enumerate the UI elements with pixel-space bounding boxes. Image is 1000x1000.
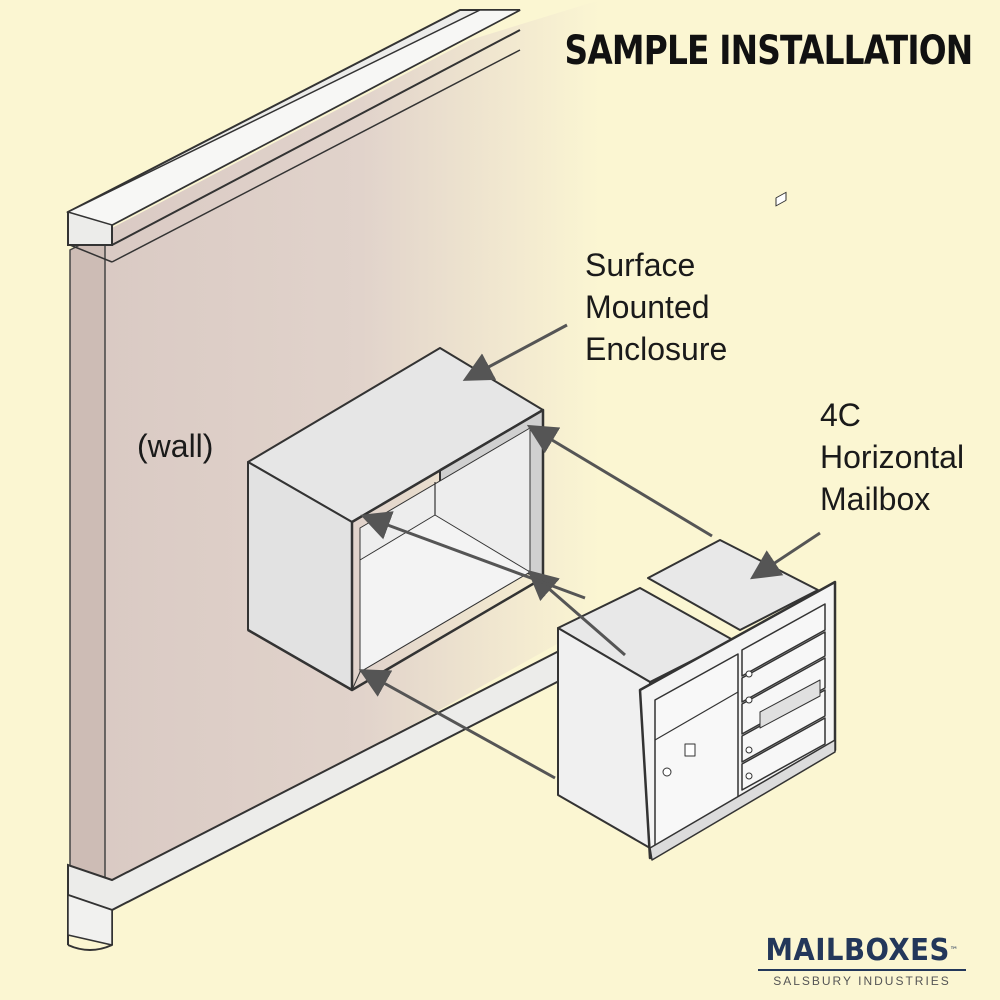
brand-divider xyxy=(758,969,966,971)
brand-name-text: MAILBOXES xyxy=(765,933,950,968)
pointer-enclosure xyxy=(462,323,568,381)
mailbox-label-line: Horizontal xyxy=(820,439,965,475)
mailbox-label-line: 4C xyxy=(820,397,861,433)
brand-subtitle: SALSBURY INDUSTRIES xyxy=(773,974,951,988)
enclosure-label: Surface Mounted Enclosure xyxy=(585,244,727,370)
surface-mounted-enclosure xyxy=(247,347,545,692)
wall-label-text: (wall) xyxy=(137,428,214,464)
enclosure-label-line: Surface xyxy=(585,247,696,283)
outgoing-mail-panel xyxy=(759,679,821,729)
4c-horizontal-mailbox xyxy=(557,191,837,861)
enclosure-label-line: Enclosure xyxy=(585,331,728,367)
arrow-top-front xyxy=(360,511,586,600)
pointer-mailbox xyxy=(749,531,821,580)
wall-side-face xyxy=(69,230,106,922)
arrow-bottom-front xyxy=(358,669,556,780)
mailbox-label: 4C Horizontal Mailbox xyxy=(820,394,964,520)
parcel-lock-icon xyxy=(662,767,672,777)
installation-arrows xyxy=(358,323,821,780)
brand-name: MAILBOXES™ xyxy=(761,935,963,967)
enclosure-label-line: Mounted xyxy=(585,289,710,325)
page-title: SAMPLE INSTALLATION xyxy=(564,28,973,74)
parcel-lock-label xyxy=(684,743,696,757)
trademark-mark: ™ xyxy=(949,946,959,956)
arrow-top-back xyxy=(526,424,713,538)
mailbox-label-line: Mailbox xyxy=(820,481,931,517)
wall-label: (wall) xyxy=(137,425,213,467)
arrow-mid-back xyxy=(527,570,626,657)
brand-logo: MAILBOXES™ SALSBURY INDUSTRIES xyxy=(752,935,972,988)
